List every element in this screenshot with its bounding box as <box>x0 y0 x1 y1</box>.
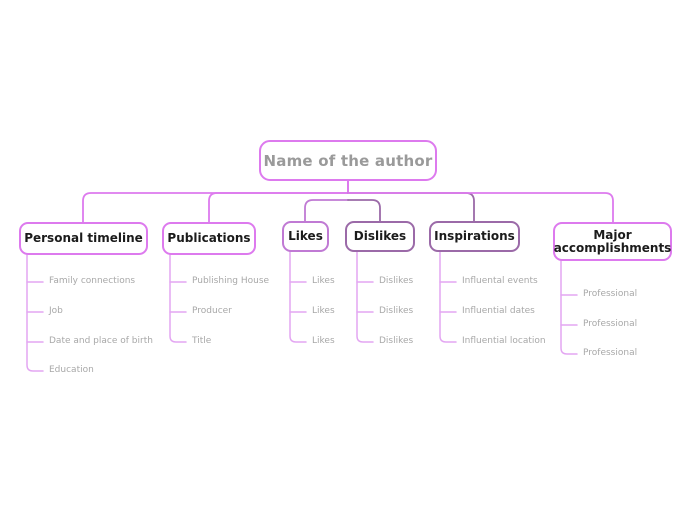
leaf-label-major-accomplishments-0[interactable]: Professional <box>583 289 638 299</box>
branch-node-label: Personal timeline <box>24 231 143 245</box>
branch-node-dislikes[interactable]: Dislikes <box>345 221 415 252</box>
root-node-label: Name of the author <box>263 151 433 170</box>
connector-personal-timeline <box>82 192 349 223</box>
branch-node-inspirations[interactable]: Inspirations <box>429 221 520 252</box>
connector-likes <box>304 199 349 222</box>
leaf-trunk-personal-timeline <box>26 254 44 372</box>
leaf-label-publications-0[interactable]: Publishing House <box>192 276 270 286</box>
leaf-trunk-publications <box>169 254 187 343</box>
leaf-label-publications-1[interactable]: Producer <box>192 306 232 316</box>
leaf-trunk-major-accomplishments <box>560 260 578 355</box>
branch-node-personal-timeline[interactable]: Personal timeline <box>19 222 148 255</box>
leaf-trunk-likes <box>289 251 307 343</box>
branch-node-publications[interactable]: Publications <box>162 222 256 255</box>
leaf-trunk-inspirations <box>439 251 457 343</box>
leaf-label-likes-2[interactable]: Likes <box>312 336 335 346</box>
root-node[interactable]: Name of the author <box>259 140 437 181</box>
leaf-label-personal-timeline-1[interactable]: Job <box>49 306 63 316</box>
leaf-label-inspirations-0[interactable]: Influental events <box>462 276 538 286</box>
leaf-label-inspirations-1[interactable]: Influential dates <box>462 306 535 316</box>
leaf-trunk-dislikes <box>356 251 374 343</box>
leaf-label-inspirations-2[interactable]: Influential location <box>462 336 546 346</box>
connector-major-accomplishments <box>347 192 614 223</box>
leaf-label-dislikes-0[interactable]: Dislikes <box>379 276 414 286</box>
branch-node-label: Dislikes <box>353 229 407 243</box>
connector-publications <box>208 192 349 223</box>
leaf-label-dislikes-2[interactable]: Dislikes <box>379 336 414 346</box>
leaf-label-likes-1[interactable]: Likes <box>312 306 335 316</box>
connector-dislikes <box>347 199 381 222</box>
branch-node-likes[interactable]: Likes <box>282 221 329 252</box>
branch-node-label: Publications <box>167 231 251 245</box>
leaf-label-likes-0[interactable]: Likes <box>312 276 335 286</box>
leaf-label-personal-timeline-0[interactable]: Family connections <box>49 276 136 286</box>
connector-inspirations <box>347 192 475 222</box>
leaf-label-personal-timeline-3[interactable]: Education <box>49 365 94 375</box>
leaf-label-personal-timeline-2[interactable]: Date and place of birth <box>49 336 153 346</box>
leaf-label-publications-2[interactable]: Title <box>192 336 212 346</box>
branch-node-label: Inspirations <box>434 229 515 243</box>
leaf-label-dislikes-1[interactable]: Dislikes <box>379 306 414 316</box>
leaf-label-major-accomplishments-2[interactable]: Professional <box>583 348 638 358</box>
branch-node-label: Likes <box>288 229 323 243</box>
leaf-label-major-accomplishments-1[interactable]: Professional <box>583 319 638 329</box>
